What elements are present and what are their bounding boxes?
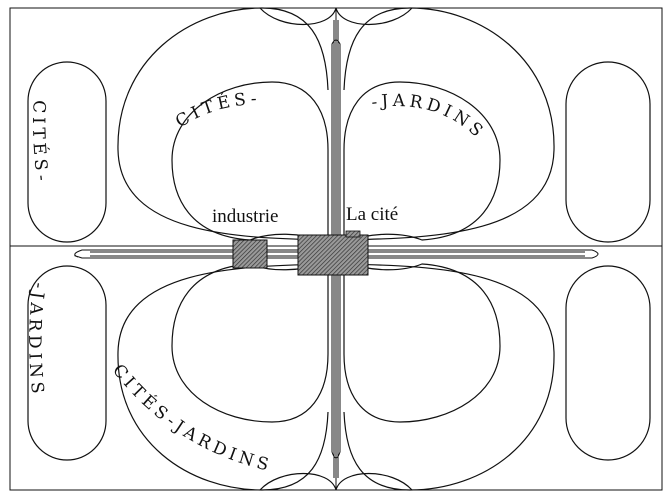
upper-outer-loops xyxy=(117,7,555,241)
la-cite-label: La cité xyxy=(346,204,398,225)
jardins-left-vertical-label: -JARDINS xyxy=(24,281,49,398)
top-bottom-loops xyxy=(259,7,413,491)
lower-outer-loops xyxy=(117,263,555,491)
city-block xyxy=(297,234,369,276)
jardins-upper-right-label: -JARDINS xyxy=(370,91,489,144)
industry-block xyxy=(232,239,268,269)
industrie-label: industrie xyxy=(212,206,279,227)
upper-inner-loops xyxy=(171,81,501,243)
cites-left-vertical-label: CITÉS- xyxy=(28,100,52,186)
side-loops xyxy=(27,61,651,461)
city-small-block xyxy=(345,230,361,238)
cites-upper-left-label: CITÉS- xyxy=(172,89,261,132)
